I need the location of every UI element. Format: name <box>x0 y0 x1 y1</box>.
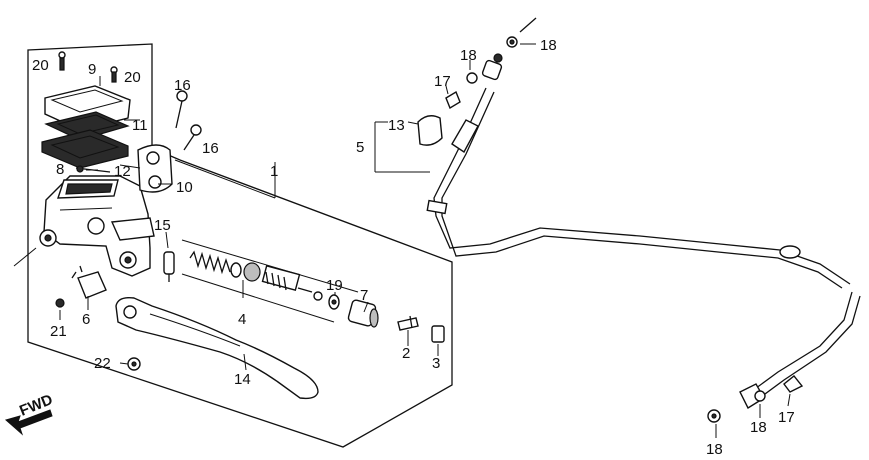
callout-16-lower: 16 <box>202 140 219 157</box>
collar <box>431 325 445 343</box>
callout-19: 19 <box>326 277 343 294</box>
banjo-bolt-lower <box>783 375 804 393</box>
callout-6: 6 <box>82 311 90 328</box>
callout-18-lower-left: 18 <box>706 441 723 458</box>
clutch-switch <box>71 265 107 299</box>
callout-18-lower-right: 18 <box>750 419 767 436</box>
callout-4: 4 <box>238 311 246 328</box>
callout-14: 14 <box>234 371 251 388</box>
callout-10: 10 <box>176 179 193 196</box>
pivot-pin <box>163 251 175 282</box>
banjo-bolt-upper <box>445 90 461 110</box>
clutch-hose <box>426 53 861 410</box>
callout-1: 1 <box>270 163 278 180</box>
dust-boot <box>347 299 379 328</box>
callout-20-right: 20 <box>124 69 141 86</box>
callout-20-left: 20 <box>32 57 49 74</box>
fwd-arrow-icon: FWD <box>4 391 55 436</box>
screw-21 <box>55 298 65 308</box>
callout-13: 13 <box>388 117 405 134</box>
callout-5: 5 <box>356 139 364 156</box>
callout-16-upper: 16 <box>174 77 191 94</box>
callout-21: 21 <box>50 323 67 340</box>
callout-8: 8 <box>56 161 64 178</box>
clip-pin <box>397 315 419 331</box>
clutch-lever <box>115 296 319 400</box>
hose-boot <box>417 115 443 146</box>
assembly-outline <box>27 43 453 448</box>
callout-9: 9 <box>88 61 96 78</box>
bolt-16-upper <box>175 90 188 129</box>
callout-3: 3 <box>432 355 440 372</box>
callout-22: 22 <box>94 355 111 372</box>
piston-set <box>181 239 359 323</box>
bolt-8 <box>75 165 111 173</box>
diaphragm-plate <box>44 111 130 141</box>
screw-20-left <box>58 51 66 71</box>
callout-12: 12 <box>114 163 131 180</box>
nut-22 <box>127 357 141 371</box>
callout-18-upper-left: 18 <box>460 47 477 64</box>
callout-17-lower: 17 <box>778 409 795 426</box>
callout-7: 7 <box>360 287 368 304</box>
washer-18-b <box>506 17 537 48</box>
washer-18-c <box>754 390 766 402</box>
bolt-16-lower <box>183 124 202 151</box>
callout-18-upper-right: 18 <box>540 37 557 54</box>
callout-15: 15 <box>154 217 171 234</box>
lever-holder <box>137 144 173 193</box>
reservoir-diaphragm <box>41 129 129 169</box>
washer-18-d <box>707 409 721 423</box>
master-cylinder-body <box>39 175 155 277</box>
callout-17-upper: 17 <box>434 73 451 90</box>
callout-2: 2 <box>402 345 410 362</box>
leader-lines <box>13 43 791 438</box>
screw-20-right <box>110 66 118 83</box>
washer-18-a <box>466 72 478 84</box>
callout-11: 11 <box>132 117 148 134</box>
callout-numbers: 1 2 3 4 5 6 7 8 9 10 11 12 13 14 15 16 1… <box>32 37 795 458</box>
